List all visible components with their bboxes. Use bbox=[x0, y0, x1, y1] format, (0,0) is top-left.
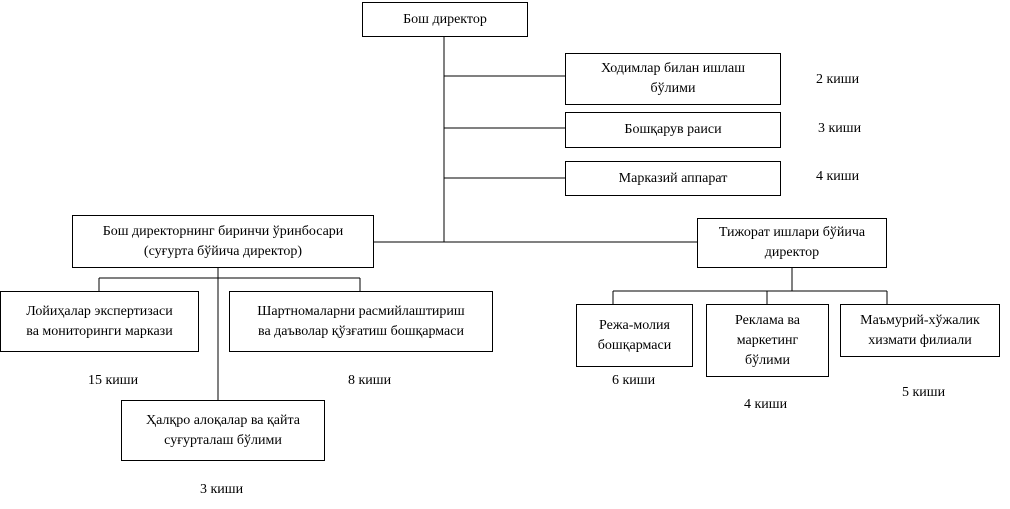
planning-finance-line1: Режа-молия bbox=[599, 317, 670, 333]
hr-department-line2: бўлими bbox=[650, 81, 696, 96]
general-director-box: Бош директор bbox=[362, 2, 528, 37]
central-office-box: Марказий аппарат bbox=[565, 161, 781, 196]
admin-household-line2: хизмати филиали bbox=[868, 332, 972, 348]
hr-department-count: 2 киши bbox=[816, 72, 860, 87]
planning-finance-box: Режа-молия бошқармаси bbox=[576, 304, 693, 367]
commercial-director-line2: директор bbox=[764, 245, 820, 260]
advertising-marketing-line2: маркетинг bbox=[736, 332, 799, 348]
admin-household-line1: Маъмурий-хўжалик bbox=[860, 312, 980, 328]
general-director-label: Бош директор bbox=[403, 11, 487, 27]
project-expertise-line2: ва мониторинги маркази bbox=[26, 323, 173, 339]
international-reinsurance-count: 3 киши bbox=[200, 482, 244, 497]
international-reinsurance-line1: Ҳалқро алоқалар ва қайта bbox=[145, 412, 301, 428]
admin-household-box: Маъмурий-хўжалик хизмати филиали bbox=[840, 304, 1000, 357]
contracts-claims-line2: ва даъволар қўзғатиш бошқармаси bbox=[258, 323, 464, 339]
planning-finance-count: 6 киши bbox=[612, 373, 656, 388]
board-chairman-box: Бошқарув раиси bbox=[565, 112, 781, 148]
contracts-claims-box: Шартномаларни расмийлаштириш ва даъволар… bbox=[229, 291, 493, 352]
advertising-marketing-box: Реклама ва маркетинг бўлими bbox=[706, 304, 829, 377]
central-office-label: Марказий аппарат bbox=[618, 170, 728, 186]
contracts-claims-count: 8 киши bbox=[348, 373, 392, 388]
commercial-director-line1: Тижорат ишлари бўйича bbox=[718, 225, 866, 240]
first-deputy-box: Бош директорнинг биринчи ўринбосари (суғ… bbox=[72, 215, 374, 268]
contracts-claims-line1: Шартномаларни расмийлаштириш bbox=[257, 303, 465, 319]
project-expertise-count: 15 киши bbox=[88, 373, 139, 388]
project-expertise-line1: Лойиҳалар экспертизаси bbox=[26, 303, 173, 319]
hr-department-line1: Ходимлар билан ишлаш bbox=[600, 61, 746, 76]
commercial-director-box: Тижорат ишлари бўйича директор bbox=[697, 218, 887, 268]
hr-department-box: Ходимлар билан ишлаш бўлими bbox=[565, 53, 781, 105]
board-chairman-label: Бошқарув раиси bbox=[624, 122, 722, 137]
central-office-count: 4 киши bbox=[816, 169, 860, 184]
board-chairman-count: 3 киши bbox=[818, 121, 862, 136]
project-expertise-box: Лойиҳалар экспертизаси ва мониторинги ма… bbox=[0, 291, 199, 352]
planning-finance-line2: бошқармаси bbox=[597, 337, 672, 353]
first-deputy-line1: Бош директорнинг биринчи ўринбосари bbox=[102, 223, 344, 239]
international-reinsurance-line2: суғурталаш бўлими bbox=[164, 432, 282, 448]
advertising-marketing-line3: бўлими bbox=[745, 352, 790, 368]
international-reinsurance-box: Ҳалқро алоқалар ва қайта суғурталаш бўли… bbox=[121, 400, 325, 461]
first-deputy-line2: (суғурта бўйича директор) bbox=[143, 243, 303, 259]
admin-household-count: 5 киши bbox=[902, 385, 946, 400]
advertising-marketing-line1: Реклама ва bbox=[735, 312, 800, 328]
advertising-marketing-count: 4 киши bbox=[744, 397, 788, 412]
